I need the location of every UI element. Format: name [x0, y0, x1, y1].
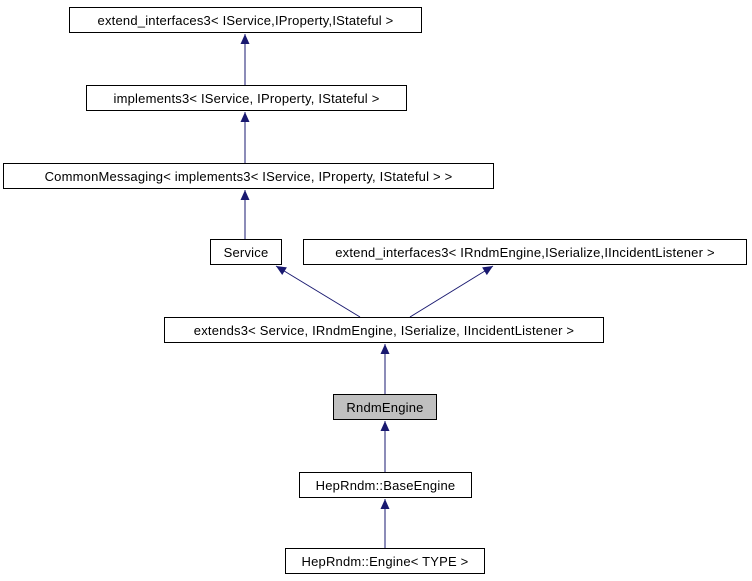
- node-extend-interfaces3-irndmengine[interactable]: extend_interfaces3< IRndmEngine,ISeriali…: [303, 239, 747, 265]
- node-extends3[interactable]: extends3< Service, IRndmEngine, ISeriali…: [164, 317, 604, 343]
- node-implements3[interactable]: implements3< IService, IProperty, IState…: [86, 85, 407, 111]
- node-service[interactable]: Service: [210, 239, 282, 265]
- node-heprndm-engine-type[interactable]: HepRndm::Engine< TYPE >: [285, 548, 485, 574]
- inheritance-arrow-extends3-to-extend-interfaces3: [409, 265, 494, 318]
- inheritance-arrow-extends3-to-service: [275, 265, 361, 318]
- node-extend-interfaces3-iservice[interactable]: extend_interfaces3< IService,IProperty,I…: [69, 7, 422, 33]
- node-rndmengine-current: RndmEngine: [333, 394, 437, 420]
- node-heprndm-baseengine[interactable]: HepRndm::BaseEngine: [299, 472, 472, 498]
- node-commonmessaging[interactable]: CommonMessaging< implements3< IService, …: [3, 163, 494, 189]
